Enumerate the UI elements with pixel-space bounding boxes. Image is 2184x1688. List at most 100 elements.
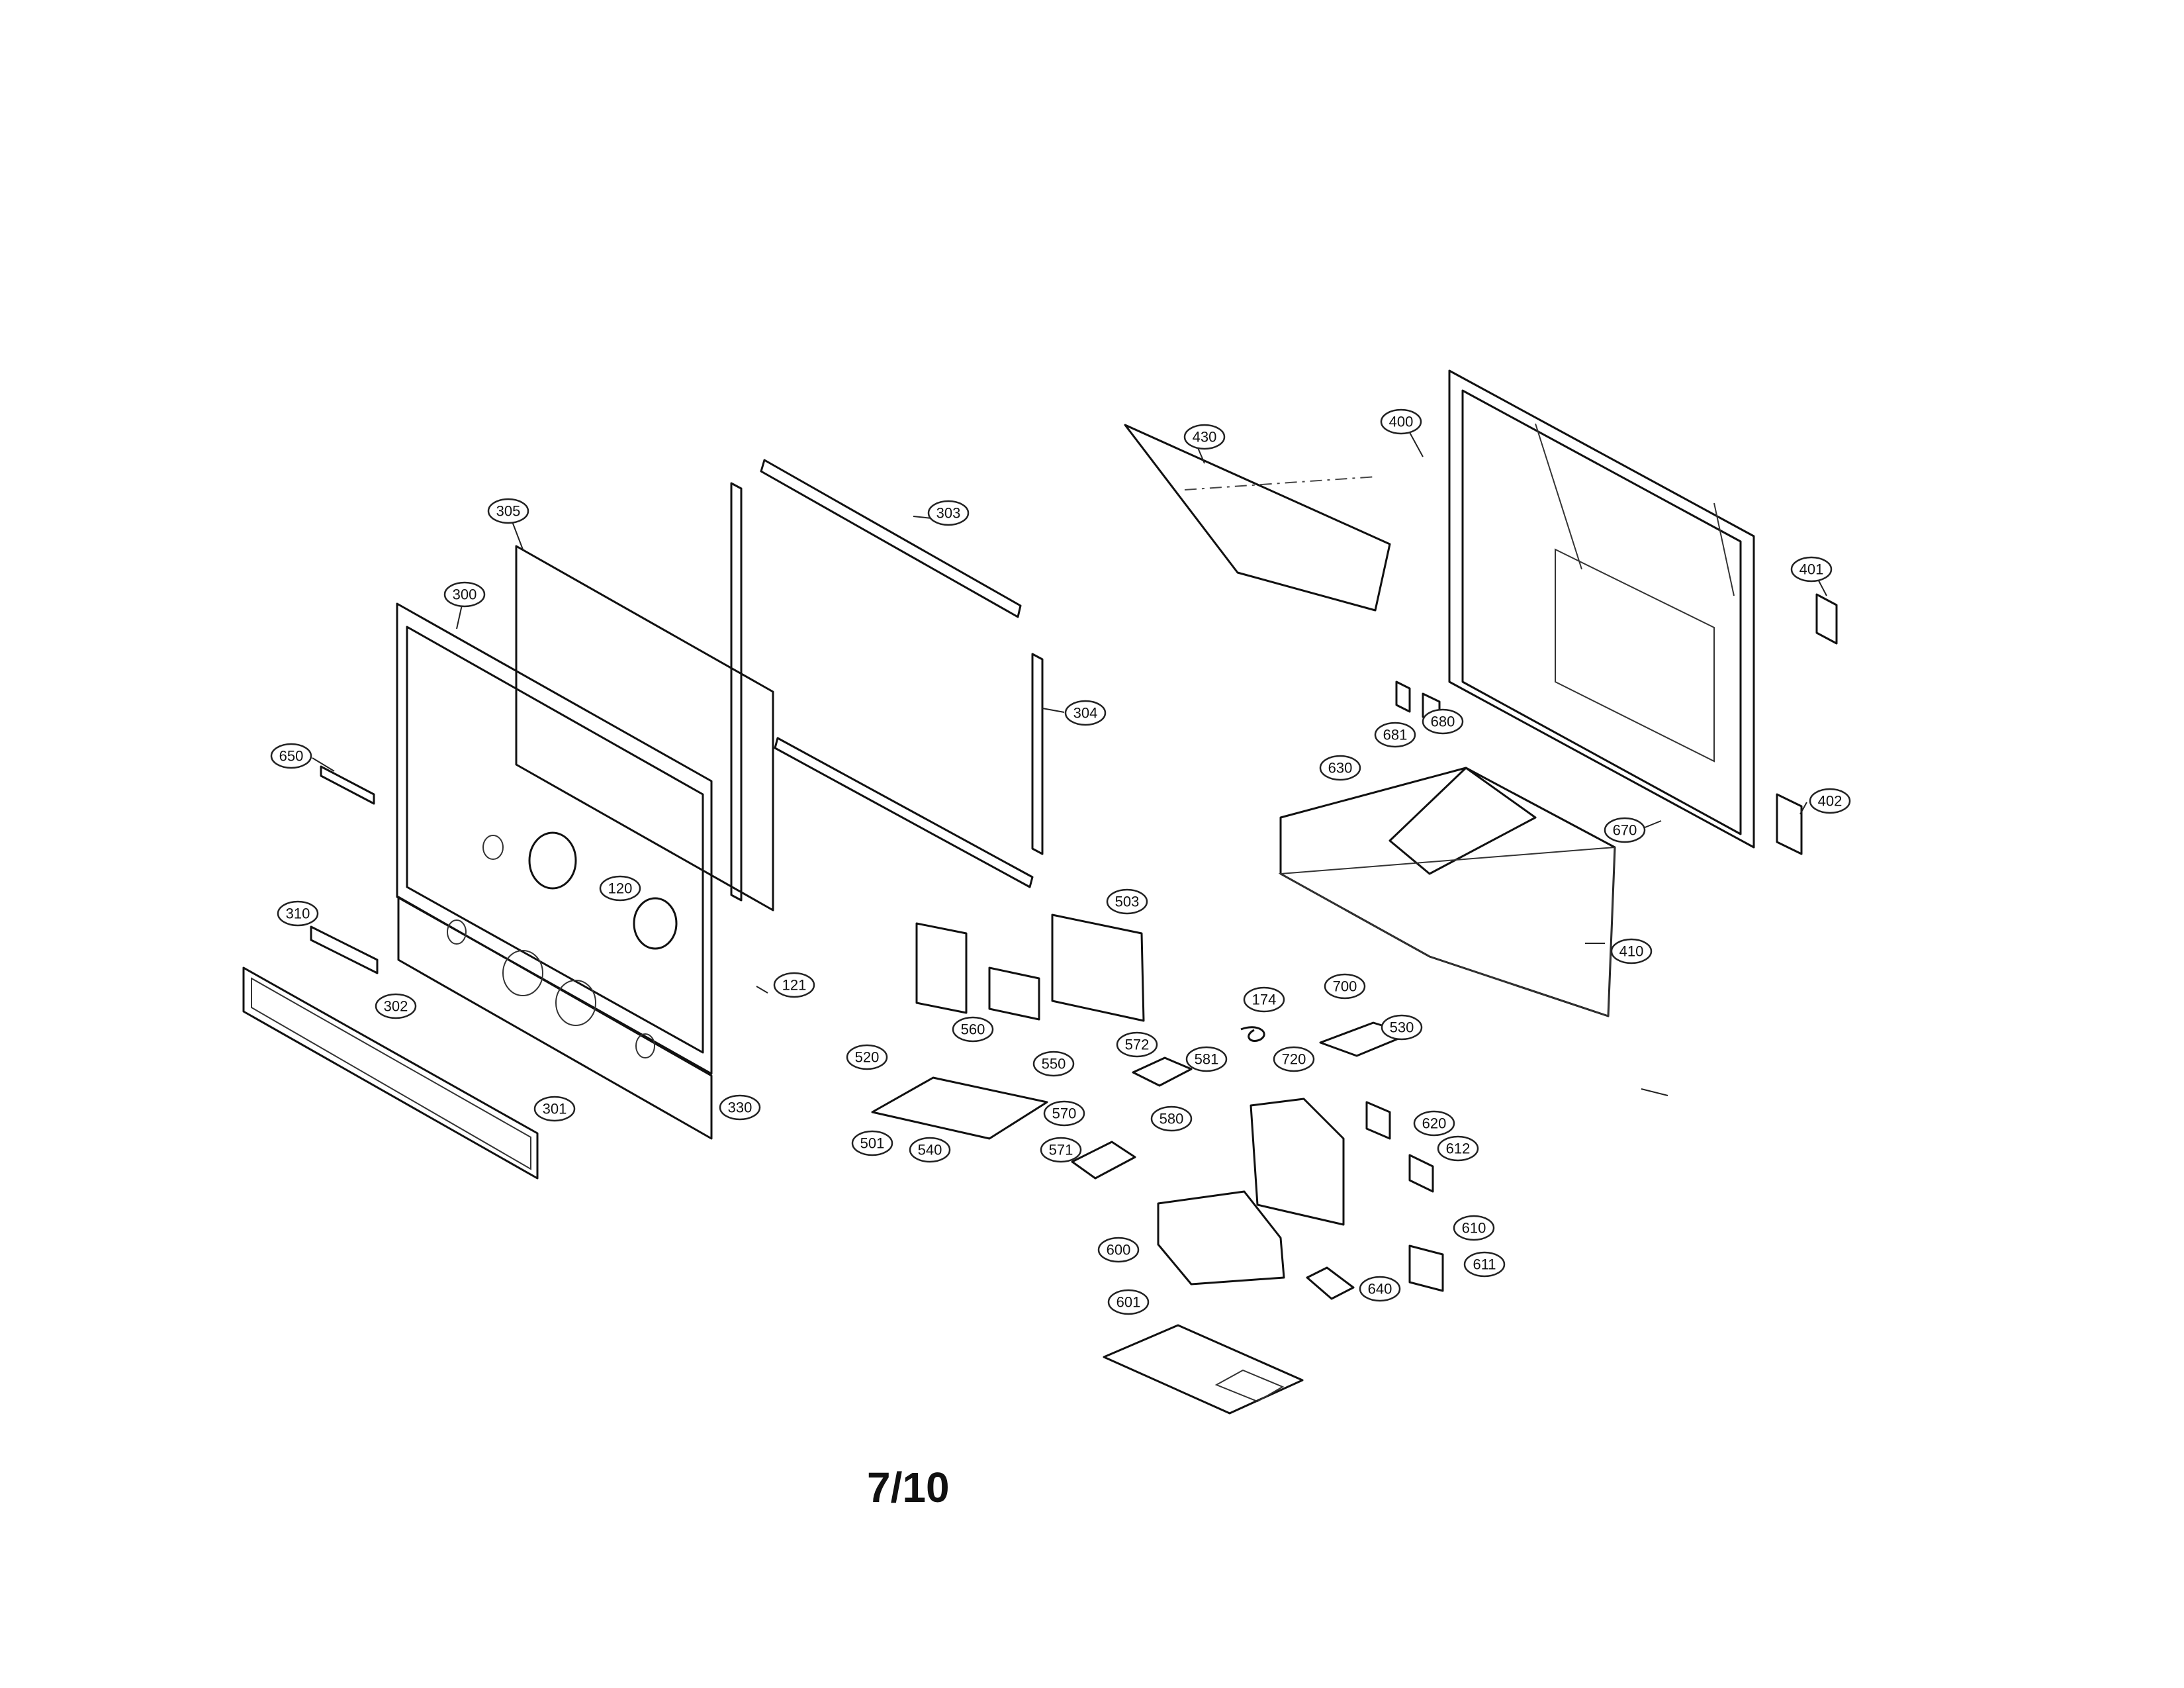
svg-text:305: 305 [496,503,521,520]
svg-text:550: 550 [1042,1056,1066,1072]
callout-304: 304 [1064,700,1107,726]
callout-700: 700 [1324,973,1366,1000]
callout-570: 570 [1043,1100,1085,1127]
board-503 [1051,914,1145,1022]
cabinet-base-410 [1278,767,1616,1017]
light-engine-600 [1157,1190,1285,1286]
callout-430: 430 [1183,424,1226,450]
callout-501: 501 [851,1130,893,1156]
callout-610: 610 [1453,1215,1495,1241]
callout-540: 540 [909,1137,951,1163]
svg-text:680: 680 [1431,714,1455,730]
svg-text:571: 571 [1049,1142,1073,1158]
svg-text:303: 303 [936,505,961,522]
svg-text:581: 581 [1195,1051,1219,1068]
svg-text:302: 302 [384,998,408,1015]
mount-571 [1071,1141,1136,1180]
svg-text:430: 430 [1193,429,1217,445]
svg-text:300: 300 [453,586,477,603]
callout-401: 401 [1790,556,1833,583]
svg-text:650: 650 [279,748,304,765]
svg-text:640: 640 [1368,1281,1392,1297]
callout-174: 174 [1243,986,1285,1013]
svg-text:120: 120 [608,880,633,897]
svg-text:600: 600 [1107,1242,1131,1258]
callout-650: 650 [270,743,312,769]
callout-720: 720 [1273,1046,1315,1072]
callout-520: 520 [846,1044,888,1070]
callout-400: 400 [1380,408,1422,435]
svg-text:400: 400 [1389,414,1414,430]
svg-text:301: 301 [543,1101,567,1117]
svg-text:572: 572 [1125,1037,1150,1053]
svg-text:174: 174 [1252,992,1277,1008]
front-cabinet-300 [396,602,713,1140]
bracket-611 [1408,1244,1444,1292]
svg-text:530: 530 [1390,1019,1414,1036]
svg-text:540: 540 [918,1142,942,1158]
svg-text:503: 503 [1115,894,1140,910]
callout-612: 612 [1437,1135,1479,1162]
svg-text:330: 330 [728,1100,752,1116]
stand-520 [871,922,1048,1140]
callout-310: 310 [277,900,319,927]
svg-text:720: 720 [1282,1051,1306,1068]
leader-lines [312,420,1827,1096]
callout-580: 580 [1150,1105,1193,1132]
chassis-601 [1103,1324,1304,1415]
svg-text:681: 681 [1383,727,1408,743]
svg-text:560: 560 [961,1021,985,1038]
bracket-401 [1815,593,1838,645]
callout-600: 600 [1097,1237,1140,1263]
callout-681: 681 [1374,722,1416,748]
callout-611: 611 [1463,1251,1506,1278]
svg-text:121: 121 [782,977,807,994]
callout-503: 503 [1106,888,1148,915]
callout-550: 550 [1032,1051,1075,1077]
cable-174 [1240,1026,1265,1042]
svg-text:402: 402 [1818,793,1843,810]
svg-text:630: 630 [1328,760,1353,776]
svg-text:401: 401 [1799,561,1824,578]
screen-glass-305 [515,545,774,912]
svg-text:410: 410 [1619,943,1644,960]
svg-text:620: 620 [1422,1115,1447,1132]
page-number: 7/10 [867,1464,950,1511]
svg-text:570: 570 [1052,1105,1077,1122]
svg-text:612: 612 [1446,1141,1471,1157]
callout-630: 630 [1319,755,1361,781]
svg-text:501: 501 [860,1135,885,1152]
bracket-640 [1306,1266,1355,1300]
svg-text:580: 580 [1160,1111,1184,1127]
callout-300: 300 [443,581,486,608]
svg-text:610: 610 [1462,1220,1486,1237]
svg-text:700: 700 [1333,978,1357,995]
callout-670: 670 [1604,817,1646,843]
svg-text:601: 601 [1116,1294,1141,1311]
speaker-120 [482,831,678,950]
lamp-housing-720 [1250,1098,1345,1226]
callout-120: 120 [599,875,641,902]
callout-302: 302 [375,993,417,1019]
callout-121: 121 [773,972,815,998]
callout-571: 571 [1040,1137,1082,1163]
callout-572: 572 [1116,1031,1158,1058]
callout-303: 303 [927,500,970,526]
callout-301: 301 [533,1096,576,1122]
fan-620 [1365,1101,1391,1140]
callouts: 400 430 401 305 300 303 304 650 681 680 … [270,408,1851,1315]
callout-620: 620 [1413,1110,1455,1137]
bracket-402 [1776,793,1803,855]
svg-text:670: 670 [1613,822,1637,839]
callout-640: 640 [1359,1276,1401,1302]
callout-402: 402 [1809,788,1851,814]
svg-text:611: 611 [1473,1256,1496,1273]
board-650 [320,765,375,805]
callout-410: 410 [1610,938,1653,964]
front-panel-301 [242,966,539,1180]
callout-560: 560 [952,1016,994,1043]
control-board-310 [310,925,379,974]
callout-680: 680 [1422,708,1464,735]
screen-frame-303 [730,459,1044,902]
